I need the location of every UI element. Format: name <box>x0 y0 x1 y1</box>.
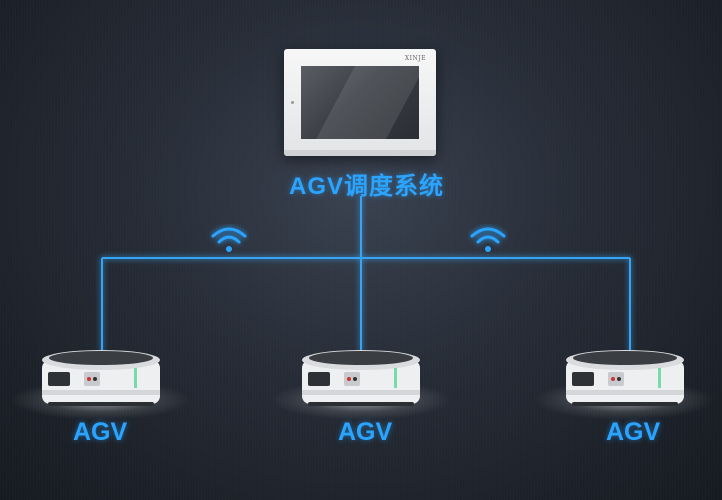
panel-base <box>284 150 436 156</box>
wifi-icon <box>211 227 247 252</box>
dispatch-system-label: AGV调度系统 <box>289 173 445 200</box>
dispatch-touch-panel: XINJE <box>284 49 436 156</box>
panel-indicator <box>291 101 294 104</box>
agv-robot-2 <box>302 350 420 406</box>
agv-label: AGV <box>73 418 128 446</box>
agv-robot-1 <box>42 350 160 406</box>
agv-label: AGV <box>606 418 661 446</box>
agv-robot-3 <box>566 350 684 406</box>
wifi-icon <box>470 227 506 252</box>
agv-label: AGV <box>338 418 393 446</box>
panel-brand-logo: XINJE <box>404 55 426 62</box>
panel-screen <box>301 66 419 139</box>
